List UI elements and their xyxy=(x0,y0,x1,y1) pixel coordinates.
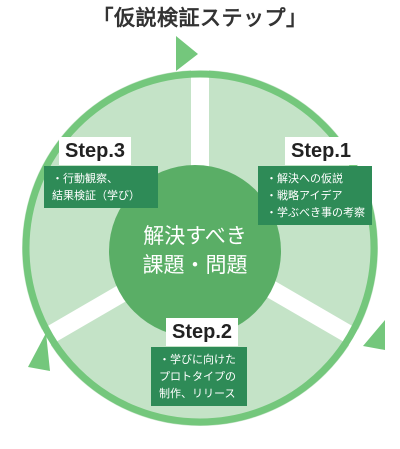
step-2-item: プロトタイプの xyxy=(159,370,236,383)
center-line-2: 課題・問題 xyxy=(142,253,248,277)
center-label: 解決すべき 課題・問題 xyxy=(110,222,280,280)
step-1-box: ・解決への仮説 ・戦略アイデア ・学ぶべき事の考察 xyxy=(258,166,372,225)
diagram-title: 「仮説検証ステップ」 xyxy=(92,6,308,30)
center-circle xyxy=(109,165,281,337)
step-1-item: ・戦略アイデア xyxy=(266,189,343,202)
step-2-label: Step.2 xyxy=(166,318,239,346)
arrowhead-top-icon xyxy=(176,36,198,71)
step-2-box: ・学びに向けた プロトタイプの 制作、リリース xyxy=(151,347,247,406)
cycle-arrow-band xyxy=(22,70,378,426)
step-3-item: 結果検証（学び） xyxy=(52,189,140,202)
step-2-item: ・学びに向けた xyxy=(159,353,236,366)
step-1-item: ・解決への仮説 xyxy=(266,172,343,185)
step-1-label: Step.1 xyxy=(285,137,358,165)
arrowhead-right-icon xyxy=(363,320,385,350)
center-line-1: 解決すべき xyxy=(143,224,247,248)
step-3-item: ・行動観察、 xyxy=(52,172,118,185)
step-3-box: ・行動観察、 結果検証（学び） xyxy=(44,166,158,208)
step-3-label: Step.3 xyxy=(59,137,132,165)
step-2-item: 制作、リリース xyxy=(159,387,236,400)
arrowhead-left-icon xyxy=(28,333,50,371)
step-1-item: ・学ぶべき事の考察 xyxy=(266,206,365,219)
